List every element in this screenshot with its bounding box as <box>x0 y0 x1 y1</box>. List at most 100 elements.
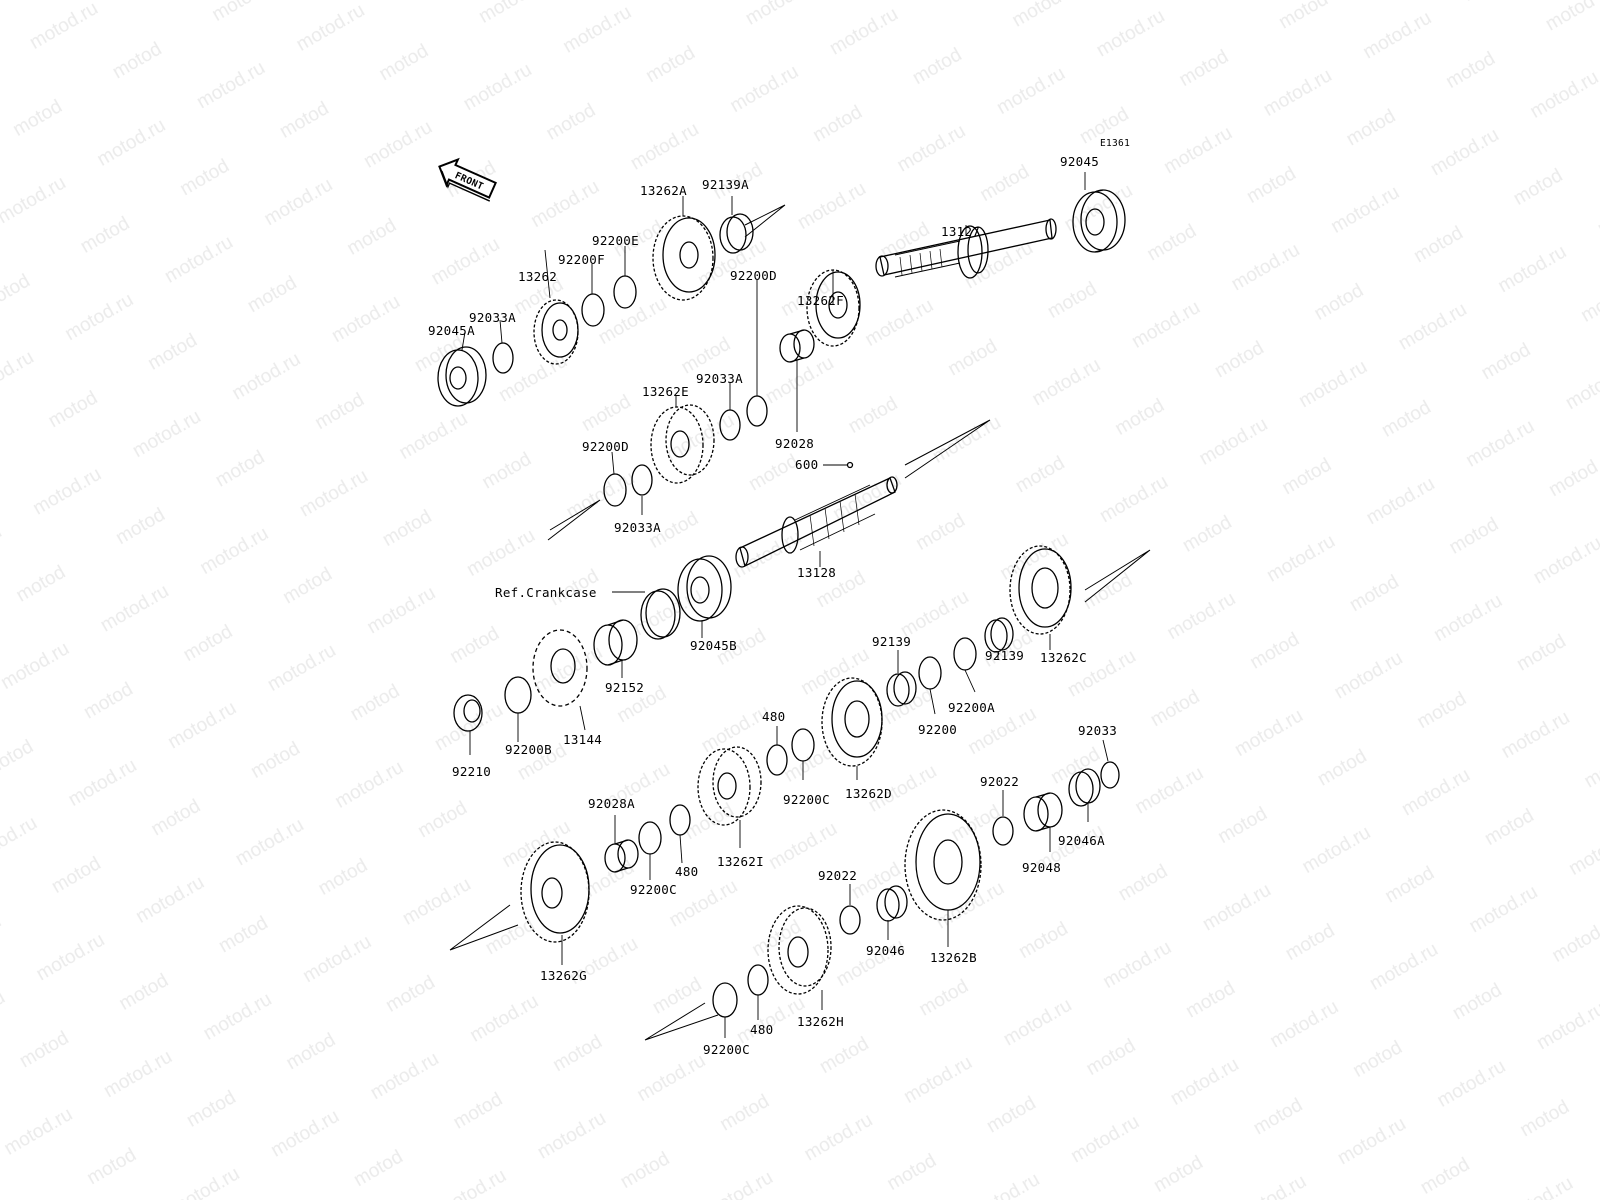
shaft-13127 <box>875 218 1057 279</box>
circlip-480-m <box>669 804 691 836</box>
part-label: 92200C <box>703 1042 750 1057</box>
part-label: 13262H <box>797 1014 844 1029</box>
bearing-92046 <box>876 885 908 922</box>
bushing-92152 <box>593 619 638 666</box>
part-label: 92033A <box>469 310 516 325</box>
bushing-92048 <box>1023 792 1063 832</box>
part-label: 92200B <box>505 742 552 757</box>
bearing-92139A <box>719 213 754 254</box>
part-label: 13127 <box>941 224 980 239</box>
washer-92200D-l <box>603 473 627 507</box>
washer-92022-b <box>839 905 861 935</box>
sprocket-13144 <box>532 629 588 707</box>
gear-13262F <box>806 269 861 347</box>
gear-13262G <box>520 841 590 943</box>
part-label: 13262E <box>642 384 689 399</box>
gear-13262D <box>821 677 883 767</box>
washer-92200C-m <box>638 821 662 855</box>
part-label: 92033A <box>614 520 661 535</box>
part-label: 13262 <box>518 269 557 284</box>
washer-92200E <box>613 275 637 309</box>
part-label: 92033 <box>1078 723 1117 738</box>
part-label: 92139 <box>872 634 911 649</box>
part-label: 13262D <box>845 786 892 801</box>
part-labels: 92045 13127 92139A 13262A 92200E 92200F … <box>428 154 1117 1057</box>
part-label: Ref.Crankcase <box>495 585 597 600</box>
part-label: 13262I <box>717 854 764 869</box>
part-label: 92200C <box>783 792 830 807</box>
circlip-92033 <box>1100 761 1120 789</box>
bearing-92139-l <box>886 671 917 707</box>
bushing-92028A <box>604 839 639 873</box>
bearing-92045B <box>677 555 732 622</box>
nut-92210 <box>453 694 483 732</box>
part-label: 92033A <box>696 371 743 386</box>
circlip-92033A-m <box>719 409 741 441</box>
part-label: 600 <box>795 457 818 472</box>
part-label: 92139 <box>985 648 1024 663</box>
part-label: 92028A <box>588 796 635 811</box>
bearing-92046A <box>1068 768 1101 807</box>
part-label: 480 <box>762 709 785 724</box>
point-600 <box>846 461 854 469</box>
diagram-code: E1361 <box>1100 138 1130 149</box>
part-label: 92022 <box>980 774 1019 789</box>
part-label: 92200D <box>730 268 777 283</box>
bearing-92139-r <box>984 617 1014 653</box>
circlip-92033A-b <box>631 464 653 496</box>
circlip-480-t <box>766 744 788 776</box>
part-label: 92200A <box>948 700 995 715</box>
part-label: 13262G <box>540 968 587 983</box>
part-label: 92045A <box>428 323 475 338</box>
part-label: 480 <box>750 1022 773 1037</box>
part-label: 92200 <box>918 722 957 737</box>
washer-92200D-r <box>746 395 768 427</box>
part-label: 92200D <box>582 439 629 454</box>
bearing-92045 <box>1072 189 1126 253</box>
part-label: 92028 <box>775 436 814 451</box>
assembly-guide-lines <box>449 204 1151 1041</box>
part-label: 13262A <box>640 183 687 198</box>
part-label: 13144 <box>563 732 602 747</box>
bearing-92045A <box>437 346 487 407</box>
washer-92200B <box>504 676 532 714</box>
leader-lines <box>461 172 1109 1038</box>
part-label: 92048 <box>1022 860 1061 875</box>
bushing-92028 <box>779 329 815 363</box>
part-label: 92045 <box>1060 154 1099 169</box>
part-label: 13262F <box>797 293 844 308</box>
circlip-480-b <box>747 964 769 996</box>
front-arrow-icon: FRONT <box>438 157 497 202</box>
part-label: 92139A <box>702 177 749 192</box>
gear-13262B <box>904 809 982 921</box>
gear-13262E <box>650 404 715 484</box>
part-label: 92200E <box>592 233 639 248</box>
washer-92200C-t <box>791 728 815 762</box>
part-label: 480 <box>675 864 698 879</box>
gear-13262H <box>767 905 832 995</box>
washer-92022-r <box>992 816 1014 846</box>
circlip-92033A-top <box>492 342 514 374</box>
part-label: 13128 <box>797 565 836 580</box>
gear-13262I <box>697 746 762 826</box>
part-label: 92046A <box>1058 833 1105 848</box>
gear-13262 <box>533 299 579 365</box>
part-label: 13262C <box>1040 650 1087 665</box>
part-label: 92046 <box>866 943 905 958</box>
washer-92200F <box>581 293 605 327</box>
shaft-13128 <box>735 476 898 568</box>
part-label: 92210 <box>452 764 491 779</box>
part-label: 92200F <box>558 252 605 267</box>
part-label: 13262B <box>930 950 977 965</box>
seal-ref-crankcase <box>640 588 681 640</box>
washer-92200A <box>953 637 977 671</box>
washer-92200 <box>918 656 942 690</box>
gear-13262A <box>652 215 716 301</box>
gear-13262C <box>1009 545 1072 635</box>
part-label: 92152 <box>605 680 644 695</box>
washer-92200C-b <box>712 982 738 1018</box>
part-label: 92022 <box>818 868 857 883</box>
part-label: 92200C <box>630 882 677 897</box>
part-label: 92045B <box>690 638 737 653</box>
